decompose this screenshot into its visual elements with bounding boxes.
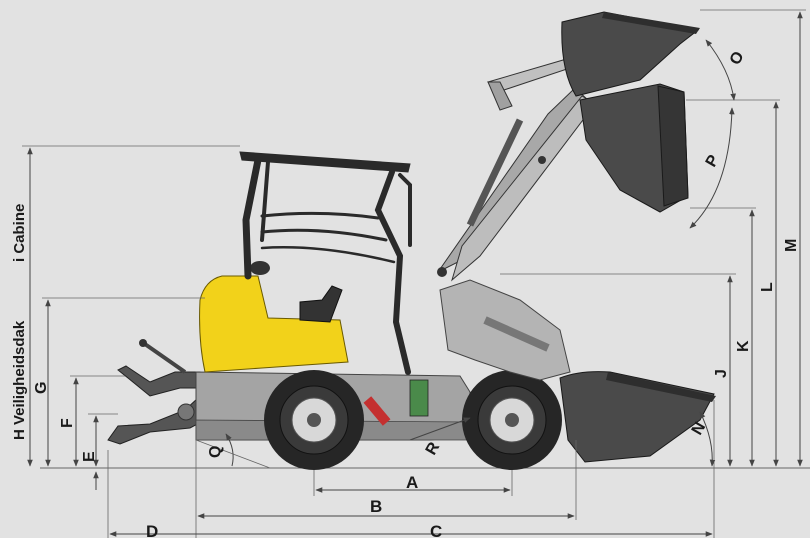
engine-hood: [199, 261, 349, 373]
bucket-lowered: [559, 371, 716, 463]
label-d: D: [146, 522, 158, 538]
label-l: L: [759, 282, 776, 292]
front-wheel: [462, 370, 562, 470]
label-f: F: [59, 418, 76, 428]
label-g: G: [33, 382, 50, 394]
label-r: R: [423, 439, 444, 458]
label-p: P: [703, 152, 723, 170]
label-j: J: [713, 369, 730, 378]
label-n: N: [689, 419, 710, 438]
label-veiligheidsdak: H Veiligheidsdak: [11, 320, 28, 440]
label-b: B: [370, 497, 382, 516]
dimension-lines: [22, 9, 806, 538]
label-m: M: [783, 239, 800, 252]
label-cabine: i Cabine: [11, 204, 28, 262]
bucket-raised-dump: [579, 83, 689, 213]
label-a: A: [406, 473, 418, 492]
label-c: C: [430, 522, 442, 538]
rear-wheel: [264, 370, 364, 470]
bucket-raised-top: [561, 11, 700, 97]
loader-arm: [437, 57, 596, 381]
rear-ripper: [107, 339, 206, 445]
label-q: Q: [207, 446, 224, 458]
label-k: K: [735, 340, 752, 352]
label-e: E: [81, 451, 98, 462]
operator-seat: [299, 285, 343, 323]
label-o: O: [727, 49, 748, 68]
cabin-frame: [239, 151, 412, 375]
